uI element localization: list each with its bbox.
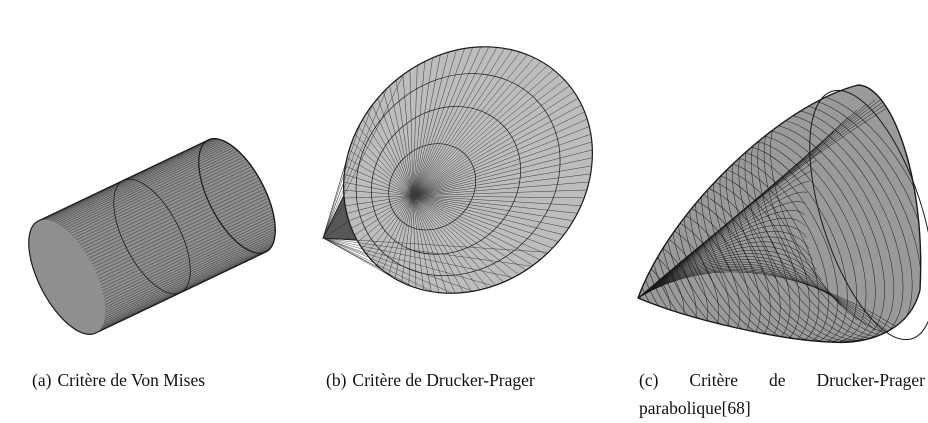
caption-b-text: Critère de Drucker-Prager <box>352 370 535 390</box>
caption-c-word1: Critère <box>689 370 739 390</box>
caption-c-label: (c) <box>639 370 659 390</box>
cone-outer-generators <box>322 74 549 294</box>
caption-a: (a)Critère de Von Mises <box>32 366 205 394</box>
figure-c: (c) Critère de Drucker-Prager paraboliqu… <box>630 0 928 423</box>
von-mises-cylinder-plot <box>28 138 276 335</box>
caption-c-word2: de <box>769 370 786 390</box>
cylinder-mid-ring <box>113 178 191 295</box>
caption-b: (b)Critère de Drucker-Prager <box>326 366 535 394</box>
figure-b: (b)Critère de Drucker-Prager <box>300 0 630 423</box>
caption-b-label: (b) <box>326 370 347 390</box>
caption-c-line1: (c) Critère de Drucker-Prager <box>639 366 925 394</box>
paraboloid-surface <box>637 84 922 344</box>
caption-a-text: Critère de Von Mises <box>57 370 206 390</box>
cone-rings <box>355 73 561 277</box>
drucker-prager-cone-plot <box>322 46 593 294</box>
cone-inner-surface <box>343 46 593 294</box>
caption-c: (c) Critère de Drucker-Prager paraboliqu… <box>639 366 925 422</box>
caption-a-label: (a) <box>32 370 52 390</box>
caption-c-line2: parabolique[68] <box>639 398 751 418</box>
caption-c-word3: Drucker-Prager <box>816 370 925 390</box>
paraboloid-rim <box>809 89 928 341</box>
parabolic-drucker-prager-plot <box>637 84 928 344</box>
cylinder-front-rim <box>198 138 276 254</box>
figure-a: (a)Critère de Von Mises <box>0 0 300 423</box>
